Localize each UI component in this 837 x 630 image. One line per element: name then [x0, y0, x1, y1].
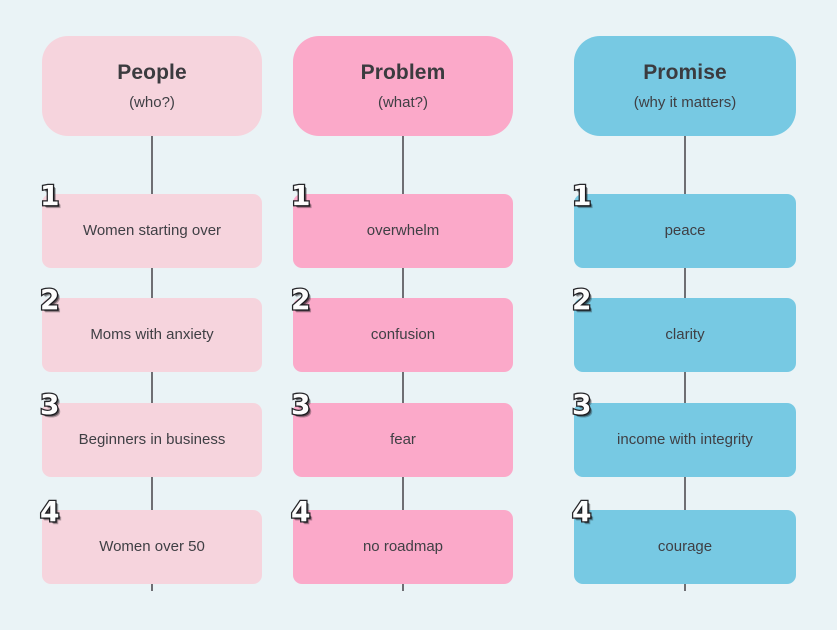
column-people: People (who?) 1 Women starting over 2 Mo…	[39, 0, 264, 630]
node-label-people-4: Women over 50	[99, 538, 205, 556]
node-promise-3[interactable]: 3 income with integrity	[571, 389, 796, 477]
node-label-problem-1: overwhelm	[366, 222, 440, 240]
node-label-problem-2: confusion	[370, 326, 436, 344]
number-badge-1: 1	[39, 179, 61, 212]
number-badge-1: 1	[290, 179, 312, 212]
column-problem: Problem (what?) 1 overwhelm 2 confusion …	[290, 0, 515, 630]
node-people-2[interactable]: 2 Moms with anxiety	[39, 284, 262, 372]
node-problem-2[interactable]: 2 confusion	[290, 284, 513, 372]
header-title-problem: Problem	[360, 60, 446, 84]
node-label-people-3: Beginners in business	[78, 431, 226, 449]
number-badge-4: 4	[39, 495, 61, 528]
number-badge-2: 2	[571, 283, 593, 316]
header-title-promise: Promise	[643, 60, 727, 84]
node-label-problem-4: no roadmap	[362, 538, 444, 556]
number-badge-4: 4	[571, 495, 593, 528]
number-badge-1: 1	[571, 179, 593, 212]
node-label-promise-2: clarity	[665, 326, 705, 344]
node-label-people-2: Moms with anxiety	[90, 326, 214, 344]
node-people-3[interactable]: 3 Beginners in business	[39, 389, 262, 477]
node-people-1[interactable]: 1 Women starting over	[39, 180, 262, 268]
node-problem-1[interactable]: 1 overwhelm	[290, 180, 513, 268]
column-promise: Promise (why it matters) 1 peace 2 clari…	[571, 0, 798, 630]
header-card-promise[interactable]: Promise (why it matters)	[574, 36, 796, 136]
node-promise-2[interactable]: 2 clarity	[571, 284, 796, 372]
node-people-4[interactable]: 4 Women over 50	[39, 496, 262, 584]
node-label-promise-4: courage	[657, 538, 713, 556]
node-promise-4[interactable]: 4 courage	[571, 496, 796, 584]
header-card-problem[interactable]: Problem (what?)	[293, 36, 513, 136]
node-label-promise-1: peace	[664, 222, 706, 240]
node-problem-3[interactable]: 3 fear	[290, 389, 513, 477]
number-badge-4: 4	[290, 495, 312, 528]
header-subtitle-problem: (what?)	[377, 93, 429, 111]
header-subtitle-people: (who?)	[129, 93, 175, 111]
number-badge-2: 2	[39, 283, 61, 316]
header-card-people[interactable]: People (who?)	[42, 36, 262, 136]
header-title-people: People	[117, 60, 187, 84]
node-problem-4[interactable]: 4 no roadmap	[290, 496, 513, 584]
number-badge-3: 3	[571, 388, 593, 421]
number-badge-2: 2	[290, 283, 312, 316]
node-promise-1[interactable]: 1 peace	[571, 180, 796, 268]
node-label-people-1: Women starting over	[82, 222, 222, 240]
number-badge-3: 3	[39, 388, 61, 421]
node-label-problem-3: fear	[390, 431, 416, 449]
number-badge-3: 3	[290, 388, 312, 421]
node-label-promise-3: income with integrity	[617, 431, 753, 449]
header-subtitle-promise: (why it matters)	[633, 93, 737, 111]
